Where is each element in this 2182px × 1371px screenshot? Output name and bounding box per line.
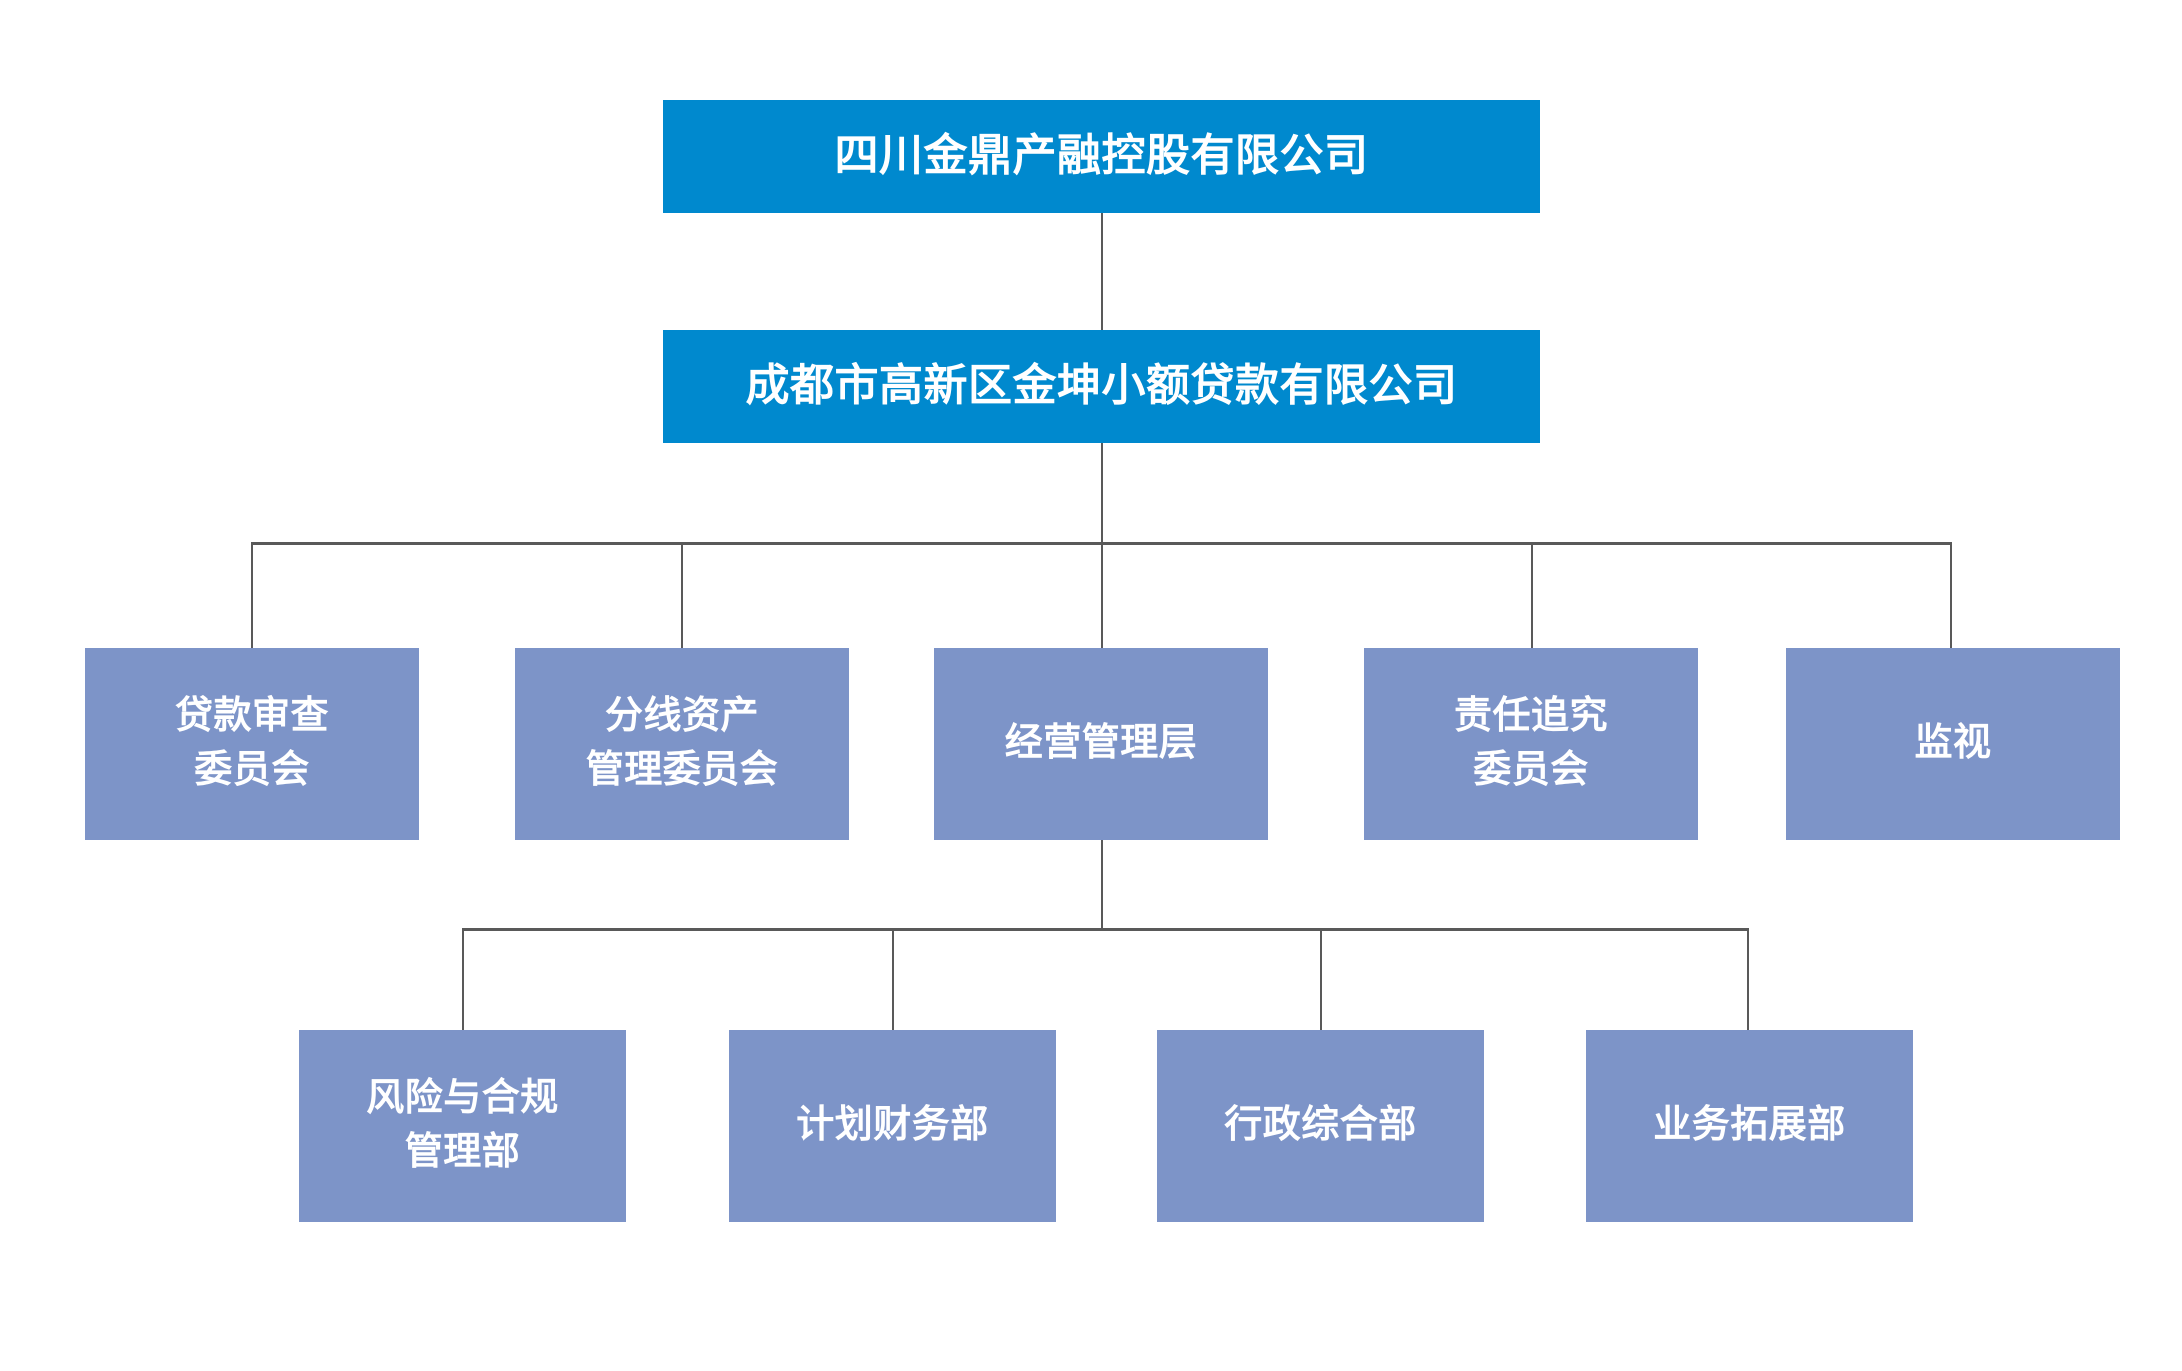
org-node-subsidiary-company[interactable]: 成都市高新区金坤小额贷款有限公司 (663, 330, 1540, 443)
org-node-parent-company[interactable]: 四川金鼎产融控股有限公司 (663, 100, 1540, 213)
connector-drop-lower-4 (1747, 928, 1749, 1030)
org-node-risk-compliance-department[interactable]: 风险与合规 管理部 (299, 1030, 626, 1222)
connector-drop-lower-1 (462, 928, 464, 1030)
connector-drop-lower-3 (1320, 928, 1322, 1030)
org-node-management-layer[interactable]: 经营管理层 (934, 648, 1268, 840)
connector-drop-upper-2 (681, 542, 683, 648)
connector-trunk-top (1101, 213, 1103, 330)
org-node-supervision[interactable]: 监视 (1786, 648, 2120, 840)
connector-drop-upper-1 (251, 542, 253, 648)
connector-trunk-mid (1101, 443, 1103, 542)
org-node-loan-review-committee[interactable]: 贷款审查 委员会 (85, 648, 419, 840)
connector-trunk-lower (1101, 840, 1103, 928)
org-node-planning-finance-department[interactable]: 计划财务部 (729, 1030, 1056, 1222)
connector-bus-lower (462, 928, 1749, 931)
connector-drop-upper-5 (1950, 542, 1952, 648)
org-node-asset-management-committee[interactable]: 分线资产 管理委员会 (515, 648, 849, 840)
connector-drop-upper-4 (1531, 542, 1533, 648)
connector-drop-lower-2 (892, 928, 894, 1030)
org-node-accountability-committee[interactable]: 责任追究 委员会 (1364, 648, 1698, 840)
org-node-business-development-department[interactable]: 业务拓展部 (1586, 1030, 1913, 1222)
org-node-administration-department[interactable]: 行政综合部 (1157, 1030, 1484, 1222)
connector-drop-upper-3 (1101, 542, 1103, 648)
